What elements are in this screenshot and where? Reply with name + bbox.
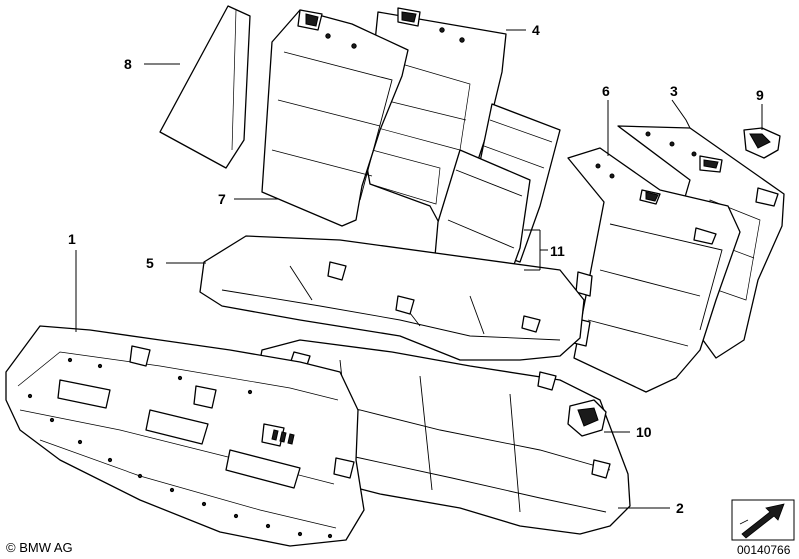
part-10-clip — [567, 399, 607, 437]
callout-11: 11 — [550, 243, 565, 259]
callout-4: 4 — [532, 22, 540, 38]
callout-8: 8 — [124, 56, 132, 72]
callout-2: 2 — [676, 500, 684, 516]
part-8-panel — [159, 5, 251, 169]
callout-7: 7 — [218, 191, 226, 207]
document-number: 00140766 — [737, 543, 791, 557]
callout-10: 10 — [636, 424, 652, 440]
callouts: 1 2 3 4 5 6 7 8 9 10 11 — [68, 22, 764, 516]
leader-lines — [75, 29, 763, 509]
part-1-seat-frame — [5, 325, 365, 547]
callout-1: 1 — [68, 231, 76, 247]
callout-3: 3 — [670, 83, 678, 99]
part-7-backrest-cover — [261, 9, 409, 227]
part-9-bracket — [743, 127, 781, 159]
callout-9: 9 — [756, 87, 764, 103]
callout-6: 6 — [602, 83, 610, 99]
part-5-seat-cushion-cover — [199, 235, 585, 361]
copyright-text: © BMW AG — [6, 540, 73, 555]
arrow-symbol-icon — [731, 499, 795, 541]
callout-5: 5 — [146, 255, 154, 271]
